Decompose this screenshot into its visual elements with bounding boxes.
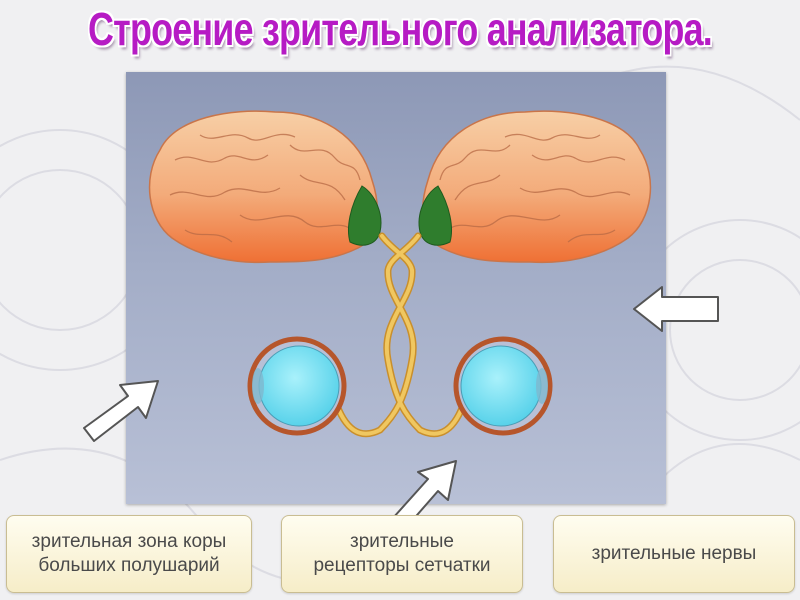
left-visual-cortex (348, 185, 382, 246)
arrow-icon (83, 380, 159, 442)
label-visual-cortex-zone: зрительная зона коры больших полушарий (6, 515, 252, 593)
label-retina-receptors: зрительные рецепторы сетчатки (281, 515, 523, 593)
label-text: зрительная зона коры больших полушарий (31, 531, 227, 576)
label-text: зрительные нервы (591, 543, 757, 564)
slide-title: Строение зрительного анализатора. (88, 3, 713, 55)
left-brain-hemisphere (148, 110, 378, 264)
right-visual-cortex (418, 185, 452, 246)
right-eyeball (453, 336, 553, 436)
left-eyeball (247, 336, 347, 436)
label-optic-nerves: зрительные нервы (553, 515, 795, 593)
right-brain-hemisphere (422, 110, 652, 264)
optic-nerves (331, 232, 469, 438)
arrow-icon (633, 286, 719, 332)
label-text: зрительные рецепторы сетчатки (313, 531, 491, 576)
